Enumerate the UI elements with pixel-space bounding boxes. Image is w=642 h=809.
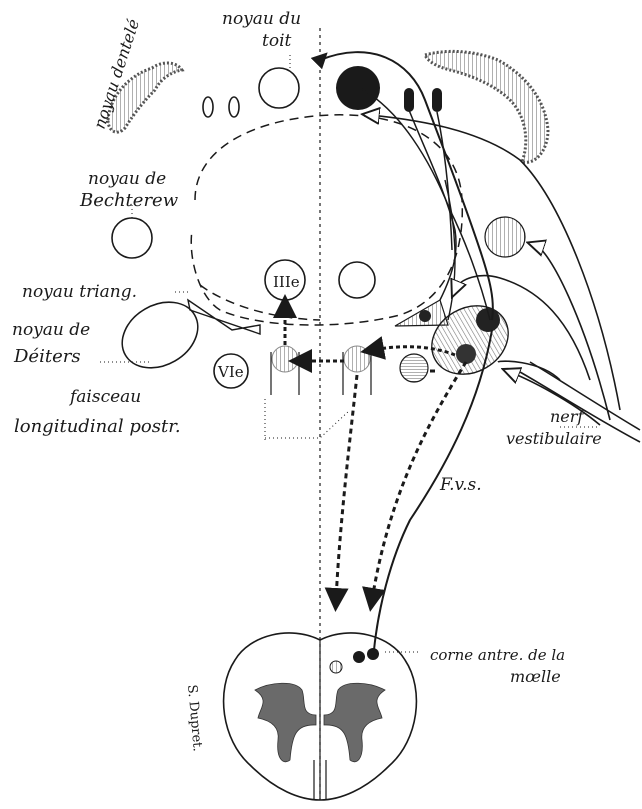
bechterew-nucleus-right (485, 217, 525, 257)
grey-matter-left (255, 683, 316, 762)
label-nerf-2: vestibulaire (506, 429, 602, 448)
fastigial-nucleus-left (259, 68, 299, 108)
label-noyau-du-toit-1: noyau du (222, 9, 301, 29)
black-nucleus-a (404, 88, 414, 112)
label-bechterew-2: Bechterew (79, 190, 179, 211)
label-deiters-2: Déiters (13, 346, 81, 367)
oculomotor-nucleus-right (339, 262, 375, 298)
cord-cell-black-2 (367, 648, 379, 660)
label-corne-1: corne antre. de la (430, 646, 565, 664)
dashed-descending-left (336, 375, 357, 600)
oculomotor-label: IIIe (273, 273, 300, 291)
mlf-dot-right (344, 346, 370, 372)
label-noyau-du-toit-2: toit (262, 31, 292, 51)
label-fvs: F.v.s. (439, 475, 482, 495)
fastigial-nucleus-right (336, 66, 380, 110)
triangular-cell-right (419, 310, 431, 322)
vestibular-root-upper-2 (535, 245, 610, 420)
fibre-toit-arrow (320, 58, 322, 60)
vestibular-nerve-outer (530, 362, 640, 430)
label-faisceau-2: longitudinal postr. (14, 416, 181, 437)
label-corne-2: mœlle (510, 667, 561, 686)
peduncle-outline (191, 115, 462, 325)
label-nerf-1: nerf (550, 407, 586, 426)
cord-cell-hatched (330, 661, 342, 673)
small-nucleus-1 (203, 97, 213, 117)
deiters-cell-2 (456, 344, 476, 364)
label-triang: noyau triang. (22, 282, 137, 302)
label-faisceau-1: faisceau (68, 387, 141, 407)
abducens-label: VIe (217, 363, 244, 381)
small-nucleus-2 (229, 97, 239, 117)
mlf-dot-left (272, 346, 298, 372)
cord-cell-black-1 (353, 651, 365, 663)
deiters-cell-3 (400, 354, 428, 382)
label-deiters-1: noyau de (12, 320, 90, 340)
black-nucleus-b (432, 88, 442, 112)
label-bechterew-1: noyau de (88, 169, 166, 189)
triangular-nucleus (188, 300, 260, 334)
label-signature: S. Dupret. (184, 684, 205, 752)
grey-matter-right (324, 683, 385, 762)
deiters-nucleus-left (110, 289, 209, 381)
leader-faisceau (265, 398, 350, 440)
bechterew-nucleus (112, 218, 152, 258)
